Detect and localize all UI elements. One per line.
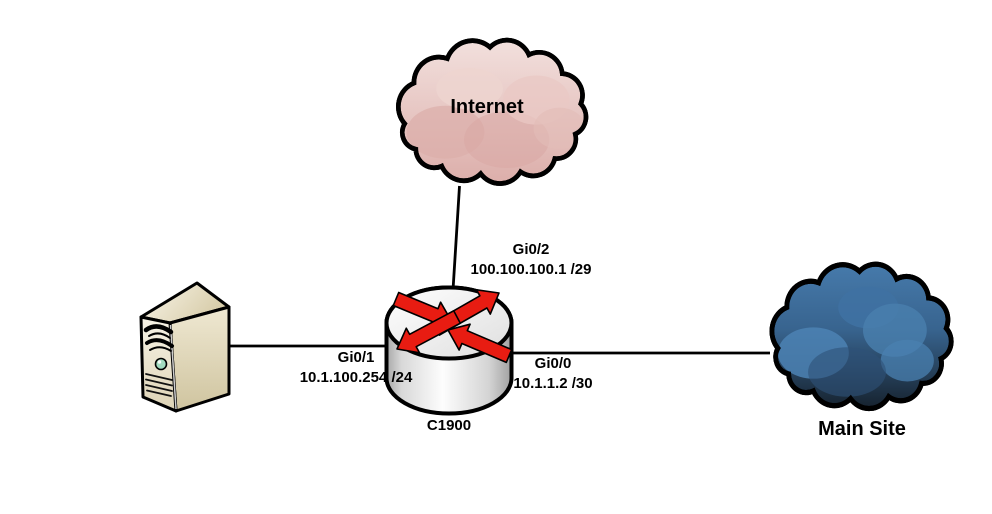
led-highlight — [157, 360, 162, 364]
interface-name: Gi0/2 — [512, 241, 550, 258]
interface-ip: 100.100.100.1 /29 — [470, 261, 592, 278]
interface-ip: 10.1.100.254 /24 — [299, 369, 413, 386]
interface-name: Gi0/1 — [337, 349, 375, 366]
arrow-out-bottom-left — [396, 309, 462, 354]
internet-cloud-puffs — [406, 67, 586, 169]
link-label-gi0-1: Gi0/1 10.1.100.254 /24 — [300, 348, 413, 388]
router-icon — [384, 285, 514, 416]
link-label-gi0-0: Gi0/0 10.1.1.2 /30 — [513, 354, 592, 394]
server-vents — [145, 373, 173, 397]
internet-cloud-label: Internet — [450, 96, 524, 118]
interface-name: Gi0/0 — [534, 355, 572, 372]
router-arrows — [392, 288, 513, 364]
server-drive-slots — [143, 324, 174, 352]
link-router-to-internet — [451, 185, 461, 291]
arrow-in-bottom-right — [447, 323, 513, 364]
server-power-led — [154, 357, 168, 371]
server-icon — [139, 281, 231, 413]
main-site-cloud-label: Main Site — [818, 418, 906, 440]
main-site-cloud-puffs — [777, 286, 934, 397]
router-label: C1900 — [426, 417, 472, 434]
link-label-gi0-2: Gi0/2 100.100.100.1 /29 — [471, 240, 592, 280]
interface-ip: 10.1.1.2 /30 — [513, 375, 593, 392]
internet-cloud-icon — [398, 40, 586, 183]
main-site-cloud-icon — [772, 264, 951, 408]
